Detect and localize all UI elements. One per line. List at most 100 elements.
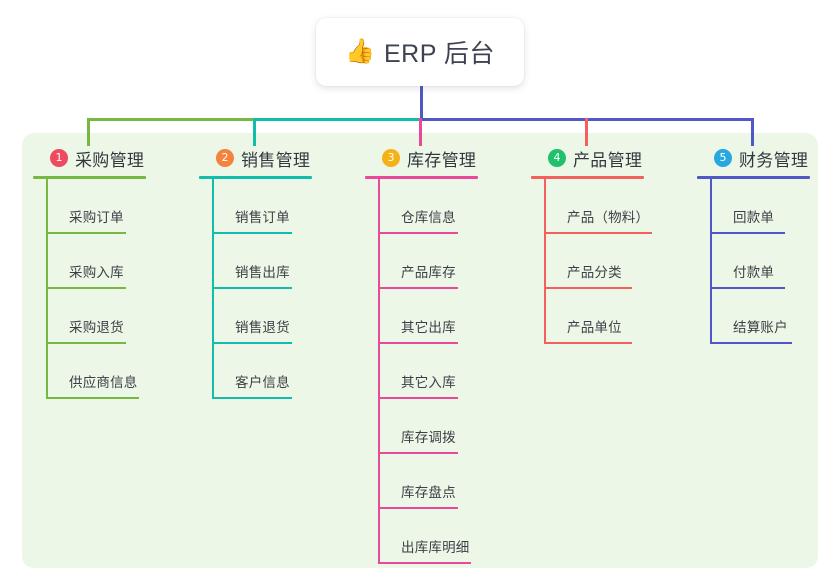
branch-column-5[interactable]: 5 财务管理回款单付款单结算账户 bbox=[697, 146, 810, 344]
connector-segment-1 bbox=[87, 118, 253, 121]
connector-drop-5 bbox=[751, 118, 754, 146]
branch-item[interactable]: 销售出库 bbox=[212, 234, 312, 289]
branch-item[interactable]: 客户信息 bbox=[212, 344, 312, 399]
branch-item[interactable]: 产品单位 bbox=[544, 289, 644, 344]
branch-item[interactable]: 回款单 bbox=[710, 179, 810, 234]
branch-item[interactable]: 付款单 bbox=[710, 234, 810, 289]
branch-spine-4 bbox=[544, 179, 546, 344]
branch-item-label: 产品库存 bbox=[401, 265, 456, 280]
branch-item-label: 客户信息 bbox=[235, 375, 290, 390]
branch-column-3[interactable]: 3 库存管理仓库信息产品库存其它出库其它入库库存调拨库存盘点出库库明细 bbox=[365, 146, 478, 564]
branch-item-label: 销售订单 bbox=[235, 210, 290, 225]
branch-item-underline bbox=[544, 342, 632, 344]
branch-item-label: 销售出库 bbox=[235, 265, 290, 280]
branch-spine-5 bbox=[710, 179, 712, 344]
branch-item-underline bbox=[378, 342, 458, 344]
branch-item-label: 付款单 bbox=[733, 265, 775, 280]
connector-segment-4 bbox=[585, 118, 754, 121]
branch-item[interactable]: 仓库信息 bbox=[378, 179, 478, 234]
root-stem-line bbox=[420, 86, 423, 121]
branch-item-underline bbox=[212, 287, 292, 289]
branch-item-underline bbox=[46, 287, 126, 289]
branch-item[interactable]: 产品分类 bbox=[544, 234, 644, 289]
branch-item[interactable]: 采购订单 bbox=[46, 179, 146, 234]
branch-item[interactable]: 销售退货 bbox=[212, 289, 312, 344]
branch-title-3: 库存管理 bbox=[407, 150, 477, 170]
branch-spine-3 bbox=[378, 179, 380, 564]
root-node[interactable]: 👍 ERP 后台 bbox=[316, 18, 524, 86]
branch-item-label: 仓库信息 bbox=[401, 210, 456, 225]
branch-item-label: 回款单 bbox=[733, 210, 775, 225]
branch-items-1: 采购订单采购入库采购退货供应商信息 bbox=[46, 179, 146, 399]
branch-item-label: 其它出库 bbox=[401, 320, 456, 335]
branch-underline-1 bbox=[33, 176, 146, 179]
connector-segment-3 bbox=[420, 118, 585, 121]
connector-drop-2 bbox=[253, 118, 256, 146]
branch-item[interactable]: 其它入库 bbox=[378, 344, 478, 399]
branch-title-2: 销售管理 bbox=[241, 150, 311, 170]
diagram-board bbox=[22, 133, 818, 568]
connector-segment-2 bbox=[253, 118, 420, 121]
branch-item-label: 其它入库 bbox=[401, 375, 456, 390]
branch-item[interactable]: 库存盘点 bbox=[378, 454, 478, 509]
branch-badge-1: 1 bbox=[50, 149, 68, 167]
branch-item-label: 结算账户 bbox=[733, 320, 788, 335]
branch-item[interactable]: 结算账户 bbox=[710, 289, 810, 344]
branch-item-underline bbox=[710, 232, 785, 234]
branch-spine-2 bbox=[212, 179, 214, 399]
branch-item-underline bbox=[46, 342, 126, 344]
branch-item[interactable]: 产品库存 bbox=[378, 234, 478, 289]
branch-item-underline bbox=[46, 232, 126, 234]
thumbs-up-icon: 👍 bbox=[345, 38, 375, 65]
branch-item-label: 产品（物料） bbox=[567, 210, 650, 225]
branch-item-label: 采购订单 bbox=[69, 210, 124, 225]
branch-item-underline bbox=[212, 397, 292, 399]
branch-badge-4: 4 bbox=[548, 149, 566, 167]
branch-underline-4 bbox=[531, 176, 644, 179]
branch-item-underline bbox=[378, 507, 458, 509]
branch-item[interactable]: 销售订单 bbox=[212, 179, 312, 234]
branch-spine-1 bbox=[46, 179, 48, 399]
branch-item-underline bbox=[378, 562, 471, 564]
branch-badge-3: 3 bbox=[382, 149, 400, 167]
connector-drop-1 bbox=[87, 118, 90, 146]
branch-item-label: 产品单位 bbox=[567, 320, 622, 335]
branch-item[interactable]: 采购入库 bbox=[46, 234, 146, 289]
root-title: ERP 后台 bbox=[383, 40, 495, 68]
branch-item-label: 采购入库 bbox=[69, 265, 124, 280]
branch-items-5: 回款单付款单结算账户 bbox=[710, 179, 810, 344]
branch-item-underline bbox=[378, 452, 458, 454]
branch-item-label: 供应商信息 bbox=[69, 375, 138, 390]
branch-header-3[interactable]: 3 库存管理 bbox=[365, 146, 478, 170]
connector-drop-4 bbox=[585, 118, 588, 146]
branch-item-underline bbox=[212, 232, 292, 234]
branch-item[interactable]: 产品（物料） bbox=[544, 179, 652, 234]
branch-items-2: 销售订单销售出库销售退货客户信息 bbox=[212, 179, 312, 399]
branch-title-1: 采购管理 bbox=[75, 150, 145, 170]
branch-item[interactable]: 其它出库 bbox=[378, 289, 478, 344]
branch-underline-2 bbox=[199, 176, 312, 179]
branch-item-underline bbox=[710, 287, 785, 289]
branch-item-label: 采购退货 bbox=[69, 320, 124, 335]
branch-item[interactable]: 出库库明细 bbox=[378, 509, 478, 564]
branch-item[interactable]: 库存调拨 bbox=[378, 399, 478, 454]
branch-item-underline bbox=[378, 397, 458, 399]
branch-title-5: 财务管理 bbox=[739, 150, 809, 170]
branch-items-4: 产品（物料） 产品分类产品单位 bbox=[544, 179, 652, 344]
branch-header-1[interactable]: 1 采购管理 bbox=[33, 146, 146, 170]
branch-item[interactable]: 采购退货 bbox=[46, 289, 146, 344]
branch-item-underline bbox=[378, 232, 458, 234]
branch-item-label: 销售退货 bbox=[235, 320, 290, 335]
branch-header-5[interactable]: 5 财务管理 bbox=[697, 146, 810, 170]
branch-column-1[interactable]: 1 采购管理采购订单采购入库采购退货供应商信息 bbox=[33, 146, 146, 399]
branch-item[interactable]: 供应商信息 bbox=[46, 344, 146, 399]
branch-item-underline bbox=[710, 342, 792, 344]
branch-item-underline bbox=[46, 397, 139, 399]
branch-underline-3 bbox=[365, 176, 478, 179]
branch-badge-5: 5 bbox=[714, 149, 732, 167]
